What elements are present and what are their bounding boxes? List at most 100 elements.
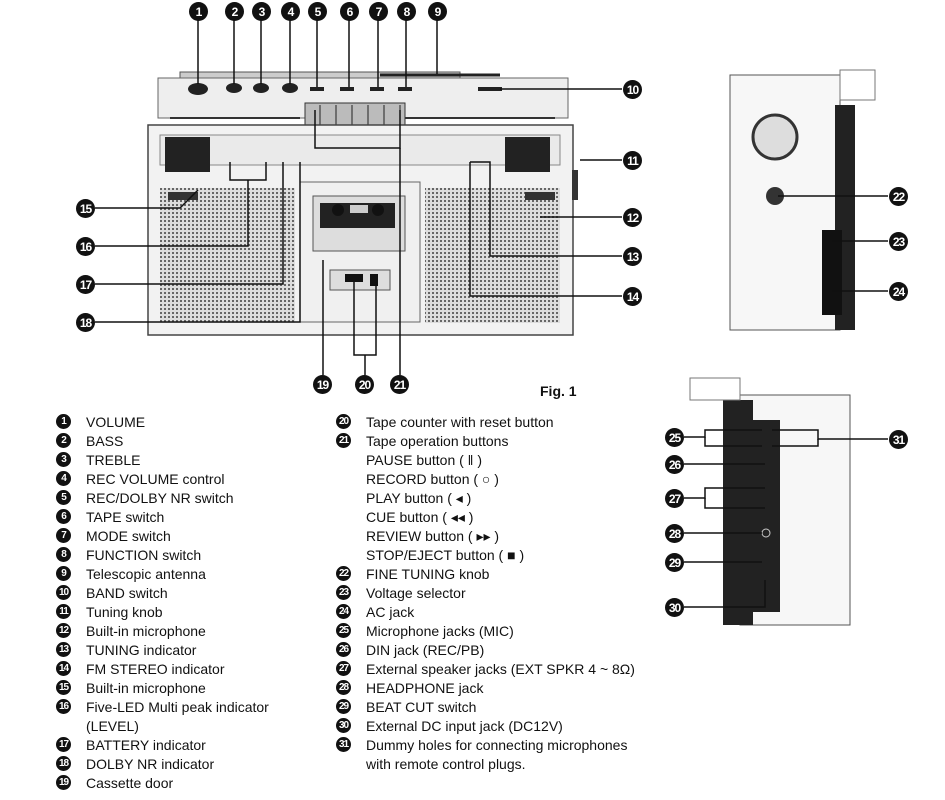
legend-number-badge: 20 bbox=[336, 414, 351, 429]
legend-item: 28 HEADPHONE jack bbox=[336, 679, 635, 698]
legend-label: TREBLE bbox=[86, 452, 141, 468]
side-view-right bbox=[729, 69, 888, 331]
legend-label: Tape operation buttons bbox=[366, 433, 509, 449]
legend-label: VOLUME bbox=[86, 414, 146, 430]
legend-item: 17 BATTERY indicator bbox=[56, 736, 269, 755]
callout-27: 27 bbox=[665, 489, 684, 508]
legend-label: BATTERY indicator bbox=[86, 737, 206, 753]
callout-28: 28 bbox=[665, 524, 684, 543]
legend-number-badge: 19 bbox=[56, 775, 71, 790]
legend-number-badge: 17 bbox=[56, 737, 71, 752]
callout-20: 20 bbox=[355, 375, 374, 394]
legend-item: with remote control plugs. bbox=[366, 755, 635, 774]
mode-switch[interactable] bbox=[370, 87, 384, 91]
legend-item: RECORD button ( ○ ) bbox=[366, 470, 635, 489]
callout-25: 25 bbox=[665, 428, 684, 447]
volume-knob[interactable] bbox=[188, 83, 208, 95]
legend-number-badge: 31 bbox=[336, 737, 351, 752]
legend-item: PAUSE button ( ‖ ) bbox=[366, 451, 635, 470]
legend-label: PLAY button ( ◂ ) bbox=[366, 490, 472, 506]
callout-12: 12 bbox=[623, 208, 642, 227]
bass-knob[interactable] bbox=[226, 83, 242, 93]
legend-label: with remote control plugs. bbox=[366, 756, 526, 772]
legend-label: Telescopic antenna bbox=[86, 566, 206, 582]
legend-number-badge: 16 bbox=[56, 699, 71, 714]
function-switch[interactable] bbox=[398, 87, 412, 91]
callout-24: 24 bbox=[889, 282, 908, 301]
callout-13: 13 bbox=[623, 247, 642, 266]
legend-number-badge: 5 bbox=[56, 490, 71, 505]
treble-knob[interactable] bbox=[253, 83, 269, 93]
tape-switch[interactable] bbox=[340, 87, 354, 91]
legend-item: 15 Built-in microphone bbox=[56, 679, 269, 698]
legend-label: FM STEREO indicator bbox=[86, 661, 225, 677]
top-panel bbox=[157, 71, 569, 126]
legend-item: REVIEW button ( ▸▸ ) bbox=[366, 527, 635, 546]
legend-number-badge: 15 bbox=[56, 680, 71, 695]
legend-number-badge: 2 bbox=[56, 433, 71, 448]
legend-number-badge: 27 bbox=[336, 661, 351, 676]
legend-number-badge: 10 bbox=[56, 585, 71, 600]
legend-number-badge: 1 bbox=[56, 414, 71, 429]
callout-14: 14 bbox=[623, 287, 642, 306]
legend-number-badge: 28 bbox=[336, 680, 351, 695]
legend-item: 21 Tape operation buttons bbox=[336, 432, 635, 451]
legend-label: CUE button ( ◂◂ ) bbox=[366, 509, 474, 525]
legend-item: STOP/EJECT button ( ■ ) bbox=[366, 546, 635, 565]
legend-number-badge: 18 bbox=[56, 756, 71, 771]
legend-item: 1 VOLUME bbox=[56, 413, 269, 432]
legend-label: DIN jack (REC/PB) bbox=[366, 642, 485, 658]
legend-label: RECORD button ( ○ ) bbox=[366, 471, 499, 487]
legend-label: AC jack bbox=[366, 604, 415, 620]
legend-label: Built-in microphone bbox=[86, 680, 206, 696]
leader-lines bbox=[95, 20, 622, 375]
legend-label: DOLBY NR indicator bbox=[86, 756, 215, 772]
legend-number-badge: 8 bbox=[56, 547, 71, 562]
callout-30: 30 bbox=[665, 598, 684, 617]
legend-label: PAUSE button ( ‖ ) bbox=[366, 452, 483, 468]
callout-31: 31 bbox=[889, 430, 908, 449]
legend-number-badge: 14 bbox=[56, 661, 71, 676]
legend-label: HEADPHONE jack bbox=[366, 680, 484, 696]
callout-2: 2 bbox=[225, 2, 244, 21]
legend-item: CUE button ( ◂◂ ) bbox=[366, 508, 635, 527]
callout-16: 16 bbox=[76, 237, 95, 256]
rec-dolby-switch[interactable] bbox=[310, 87, 324, 91]
fine-tuning-knob[interactable] bbox=[766, 187, 784, 205]
rec-volume-knob[interactable] bbox=[282, 83, 298, 93]
legend-number-badge: 7 bbox=[56, 528, 71, 543]
voltage-selector[interactable] bbox=[822, 230, 842, 315]
legend-number-badge: 6 bbox=[56, 509, 71, 524]
tuning-knob[interactable] bbox=[572, 170, 578, 200]
callout-6: 6 bbox=[340, 2, 359, 21]
legend-label: STOP/EJECT button ( ■ ) bbox=[366, 547, 525, 563]
legend-item: PLAY button ( ◂ ) bbox=[366, 489, 635, 508]
callout-17: 17 bbox=[76, 275, 95, 294]
figure-caption: Fig. 1 bbox=[540, 383, 577, 399]
legend-label: REC VOLUME control bbox=[86, 471, 225, 487]
callout-19: 19 bbox=[313, 375, 332, 394]
band-switch[interactable] bbox=[478, 87, 502, 91]
legend-label: External DC input jack (DC12V) bbox=[366, 718, 563, 734]
legend-number-badge: 21 bbox=[336, 433, 351, 448]
legend-number-badge: 11 bbox=[56, 604, 71, 619]
counter-reset-button[interactable] bbox=[370, 274, 378, 286]
